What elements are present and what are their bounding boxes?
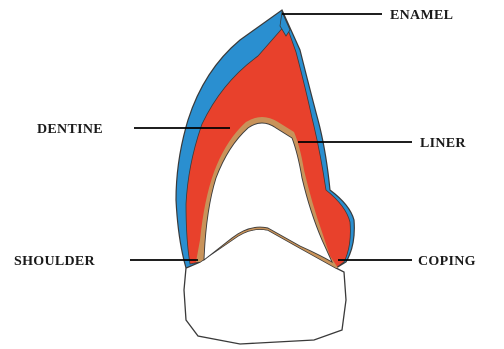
shoulder-label: SHOULDER (14, 254, 96, 269)
liner-label: LINER (420, 136, 466, 151)
enamel-label: ENAMEL (390, 8, 453, 23)
coping-label: COPING (418, 254, 476, 269)
dentine-label: DENTINE (37, 122, 103, 137)
